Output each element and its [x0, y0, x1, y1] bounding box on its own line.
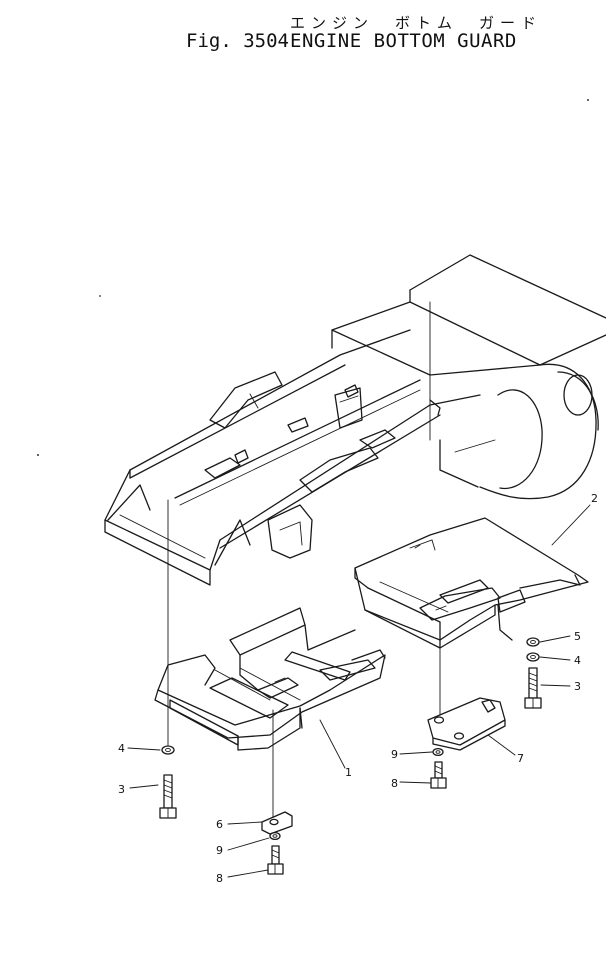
- main-frame: [104, 254, 606, 586]
- callout-7: 7: [517, 752, 524, 765]
- callout-9-right: 9: [391, 748, 398, 761]
- callout-4-right: 4: [574, 654, 581, 667]
- callout-6: 6: [216, 818, 223, 831]
- bolt-3-left: [159, 774, 177, 819]
- washer-9-left: [269, 831, 281, 841]
- bolt-8-left: [267, 845, 284, 875]
- part-7-cover-plate: [427, 697, 506, 751]
- washer-4-right: [526, 652, 540, 662]
- japanese-title: エンジン ボトム ガード: [290, 14, 543, 32]
- callout-2: 2: [591, 492, 598, 505]
- washer-5: [526, 637, 540, 647]
- callout-5: 5: [574, 630, 581, 643]
- washer-9-right: [432, 747, 444, 757]
- stray-mark: [587, 99, 589, 101]
- figure-number: Fig. 3504: [186, 30, 289, 52]
- figure-title: ENGINE BOTTOM GUARD: [290, 30, 517, 52]
- stray-mark: [99, 295, 101, 297]
- callout-4-left: 4: [118, 742, 125, 755]
- bolt-3-right: [524, 667, 542, 709]
- callout-1: 1: [345, 766, 352, 779]
- callout-8-right: 8: [391, 777, 398, 790]
- stray-mark: [37, 454, 39, 456]
- part-1-front-bottom-guard: [154, 499, 386, 819]
- washers: [161, 637, 540, 841]
- callout-8-left: 8: [216, 872, 223, 885]
- part-6-small-plate: [261, 811, 293, 835]
- leader-lines: [127, 504, 591, 878]
- callout-3-left: 3: [118, 783, 125, 796]
- washer-4-left: [161, 745, 175, 755]
- part-2-rear-bottom-guard: [354, 517, 589, 721]
- bolts: [159, 667, 542, 875]
- callout-numbers: 1 2 3 4 5 4 3 6 9 8 7 9 8: [118, 492, 598, 885]
- callout-9-left: 9: [216, 844, 223, 857]
- callout-3-right: 3: [574, 680, 581, 693]
- bolt-8-right: [430, 761, 447, 789]
